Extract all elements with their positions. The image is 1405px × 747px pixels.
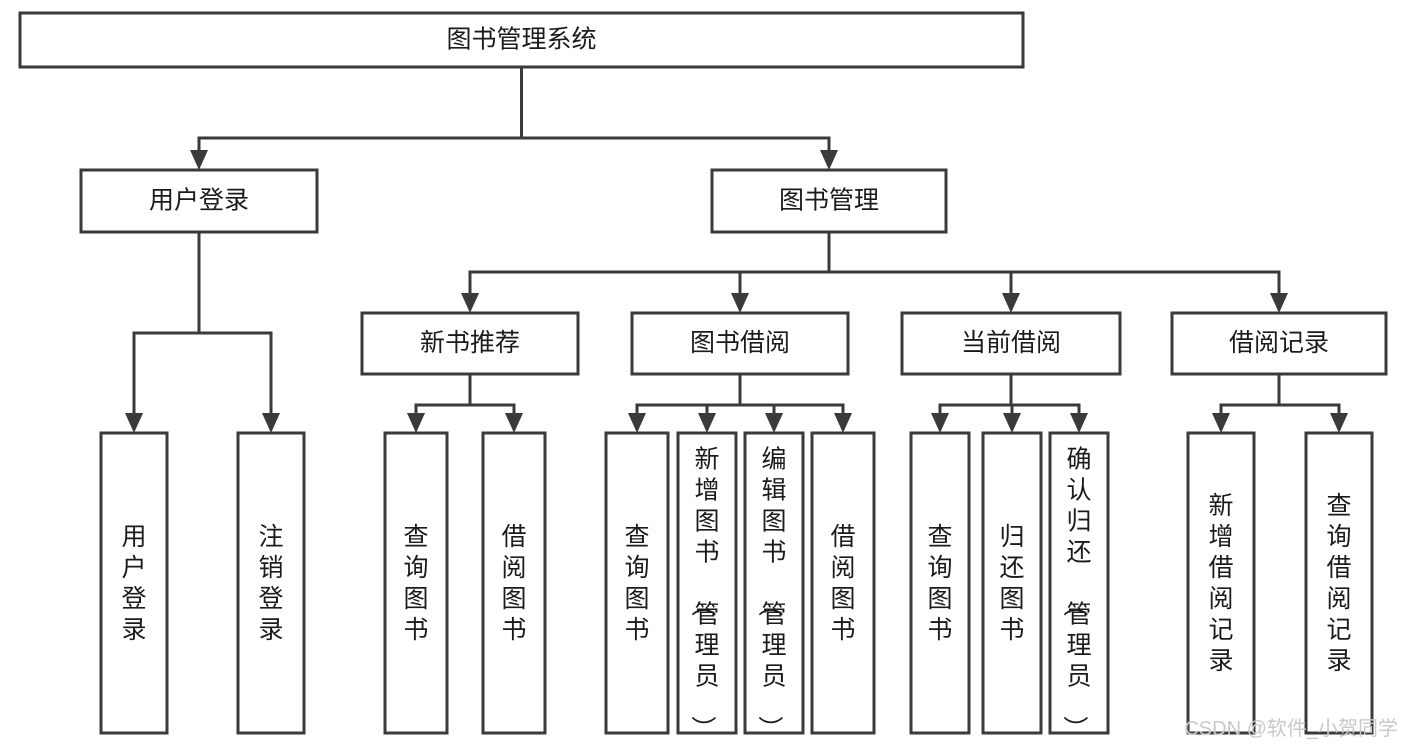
leaf-node-3-box xyxy=(481,431,547,735)
leaf-node-3[interactable]: 借阅图书 xyxy=(481,431,547,735)
leaf-node-7-label: 借阅图书 xyxy=(830,523,855,644)
leaf-node-11-box xyxy=(1186,431,1256,735)
leaf-node-0-box xyxy=(99,431,169,735)
node-level3-0-label: 新书推荐 xyxy=(420,329,520,357)
leaf-node-12-label: 查询借阅记录 xyxy=(1326,492,1351,675)
nodes-layer: 图书管理系统用户登录图书管理新书推荐图书借阅当前借阅借阅记录用户登录注销登录查询… xyxy=(18,11,1388,741)
arrow-head-icon xyxy=(628,413,646,433)
node-level3-0[interactable]: 新书推荐 xyxy=(360,311,580,376)
arrow-head-icon xyxy=(820,150,838,170)
leaf-node-11-label: 新增借阅记录 xyxy=(1208,492,1233,675)
leaf-node-9[interactable]: 归还图书 xyxy=(981,431,1043,735)
node-user-login-box xyxy=(79,168,319,234)
leaf-node-1[interactable]: 注销登录 xyxy=(236,431,306,735)
leaf-node-2[interactable]: 查询图书 xyxy=(383,431,449,735)
node-level3-0-box xyxy=(360,311,580,376)
leaf-node-2-box xyxy=(383,431,449,735)
leaf-node-0[interactable]: 用户登录 xyxy=(99,431,169,735)
node-book-management-box xyxy=(710,168,948,234)
arrow-head-icon xyxy=(931,413,949,433)
arrow-head-icon xyxy=(1002,293,1020,313)
leaf-node-4-box xyxy=(604,431,670,735)
leaf-node-1-label: 注销登录 xyxy=(258,523,283,644)
node-user-login[interactable]: 用户登录 xyxy=(79,168,319,234)
leaf-node-12[interactable]: 查询借阅记录 xyxy=(1304,431,1374,735)
connectors-layer xyxy=(125,65,1348,433)
node-level3-2-box xyxy=(900,311,1122,376)
node-book-management[interactable]: 图书管理 xyxy=(710,168,948,234)
node-level3-1-box xyxy=(630,311,850,376)
root-node-book-management-system[interactable]: 图书管理系统 xyxy=(18,11,1025,69)
root-node-book-management-system-label: 图书管理系统 xyxy=(446,26,596,54)
leaf-node-11[interactable]: 新增借阅记录 xyxy=(1186,431,1256,735)
arrow-head-icon xyxy=(190,150,208,170)
leaf-node-10-label: 确认归还（管理员） xyxy=(1060,446,1091,741)
leaf-node-8[interactable]: 查询图书 xyxy=(909,431,971,735)
arrow-head-icon xyxy=(1212,413,1230,433)
arrow-head-icon xyxy=(1330,413,1348,433)
leaf-node-10-box xyxy=(1048,431,1110,735)
arrow-head-icon xyxy=(1003,413,1021,433)
leaf-node-3-label: 借阅图书 xyxy=(501,523,526,644)
leaf-node-6-box xyxy=(743,431,805,735)
leaf-node-9-label: 归还图书 xyxy=(999,523,1024,644)
node-level3-1[interactable]: 图书借阅 xyxy=(630,311,850,376)
leaf-node-9-box xyxy=(981,431,1043,735)
arrow-head-icon xyxy=(125,413,143,433)
leaf-node-4[interactable]: 查询图书 xyxy=(604,431,670,735)
arrow-head-icon xyxy=(834,413,852,433)
node-level3-3[interactable]: 借阅记录 xyxy=(1170,311,1388,376)
leaf-node-7-box xyxy=(810,431,876,735)
arrow-head-icon xyxy=(505,413,523,433)
leaf-node-5-label: 新增图书（管理员） xyxy=(688,446,719,741)
arrow-head-icon xyxy=(698,413,716,433)
leaf-node-6[interactable]: 编辑图书（管理员） xyxy=(743,431,805,741)
leaf-node-7[interactable]: 借阅图书 xyxy=(810,431,876,735)
leaf-node-1-box xyxy=(236,431,306,735)
node-level3-3-label: 借阅记录 xyxy=(1229,329,1329,357)
leaf-node-8-box xyxy=(909,431,971,735)
leaf-node-0-label: 用户登录 xyxy=(121,523,146,644)
node-level3-1-label: 图书借阅 xyxy=(690,329,790,357)
leaf-node-4-label: 查询图书 xyxy=(624,523,649,644)
node-user-login-label: 用户登录 xyxy=(149,187,249,215)
leaf-node-5-box xyxy=(676,431,738,735)
csdn-watermark: CSDN @软件_小贺同学 xyxy=(1184,717,1398,740)
arrow-head-icon xyxy=(262,413,280,433)
arrow-head-icon xyxy=(1270,293,1288,313)
node-level3-2[interactable]: 当前借阅 xyxy=(900,311,1122,376)
leaf-node-6-label: 编辑图书（管理员） xyxy=(755,446,786,741)
leaf-node-12-box xyxy=(1304,431,1374,735)
arrow-head-icon xyxy=(461,293,479,313)
arrow-head-icon xyxy=(731,293,749,313)
leaf-node-10[interactable]: 确认归还（管理员） xyxy=(1048,431,1110,741)
node-level3-3-box xyxy=(1170,311,1388,376)
root-node-book-management-system-box xyxy=(18,11,1025,69)
leaf-node-5[interactable]: 新增图书（管理员） xyxy=(676,431,738,741)
arrow-head-icon xyxy=(765,413,783,433)
arrow-head-icon xyxy=(1070,413,1088,433)
node-level3-2-label: 当前借阅 xyxy=(961,329,1061,357)
node-book-management-label: 图书管理 xyxy=(779,187,879,215)
leaf-node-8-label: 查询图书 xyxy=(927,523,952,644)
arrow-head-icon xyxy=(407,413,425,433)
leaf-node-2-label: 查询图书 xyxy=(403,523,428,644)
